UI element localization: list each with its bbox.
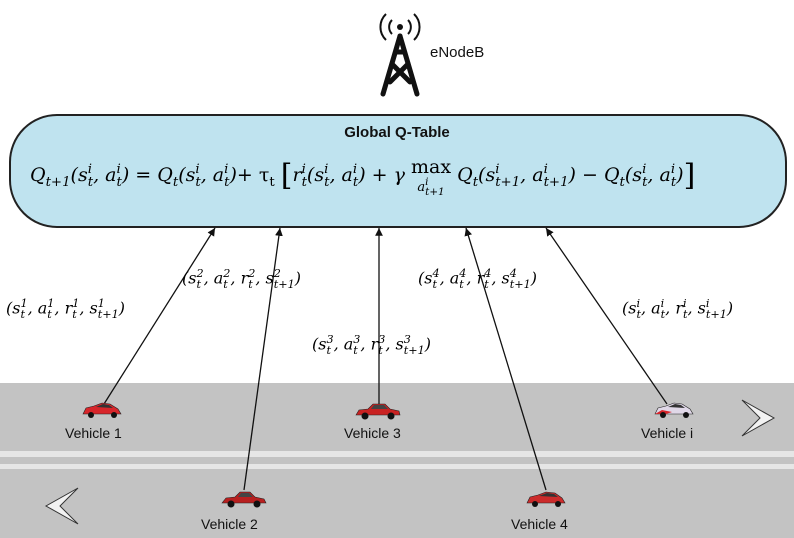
direction-left-icon [40,484,84,528]
vehicle-2-car-icon [220,488,268,510]
road-lane-lower [0,469,794,538]
enodeb-label: eNodeB [430,44,485,61]
vehicle-3-car-icon [354,400,402,422]
lane-divider-2 [0,464,794,469]
vehicle-i-label: Vehicle i [641,425,694,441]
vehicle-4-label: Vehicle 4 [511,516,568,532]
direction-right-icon [736,396,780,440]
q-table-title: Global Q-Table [344,124,450,141]
arrow-vehicle-4 [464,227,547,491]
vehicle-3-label: Vehicle 3 [344,425,401,441]
vehicle-4-car-icon [524,488,568,510]
global-q-table [9,114,787,228]
enodeb-antenna-icon [370,8,430,98]
lane-divider-strip [0,457,794,464]
vehicle-2-label: Vehicle 2 [201,516,258,532]
vehicle-i-car-icon [652,400,696,420]
vehicle-1-car-icon [80,400,124,420]
lane-divider [0,451,794,457]
vehicle-1-label: Vehicle 1 [65,425,122,441]
arrow-vehicle-2 [243,227,283,491]
arrow-vehicle-i [545,227,668,405]
arrow-vehicle-1 [103,227,216,405]
